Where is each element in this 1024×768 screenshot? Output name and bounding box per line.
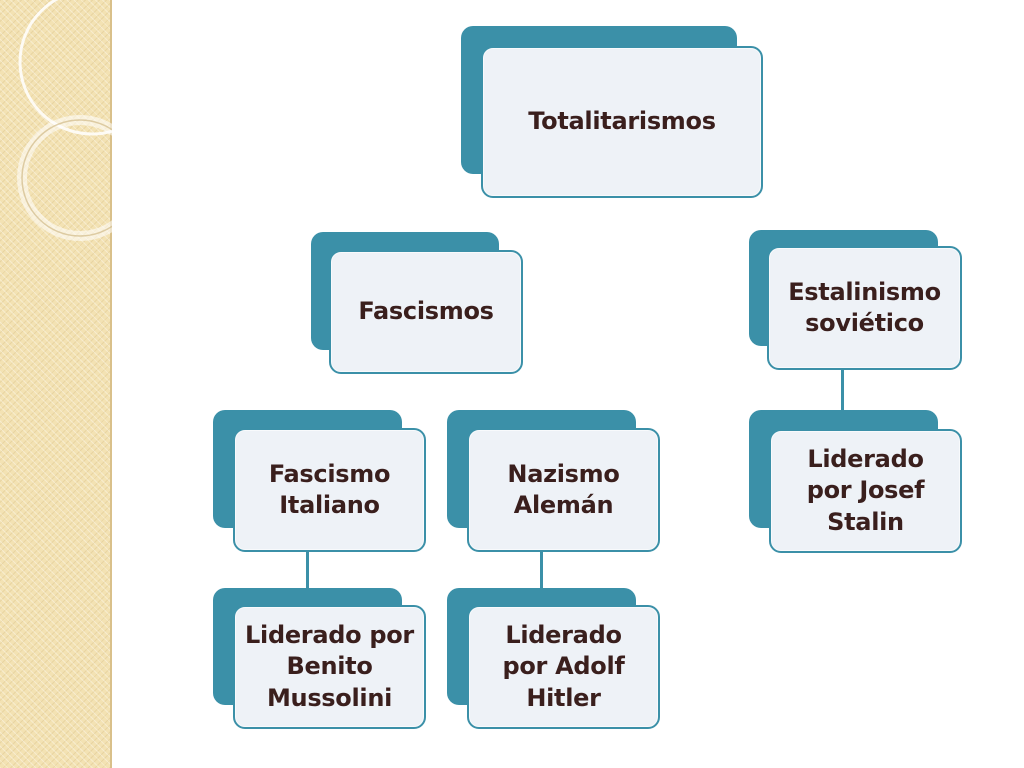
node-fascismo-italiano: Fascismo Italiano xyxy=(213,410,426,552)
connector-nazismo-hitler xyxy=(540,532,543,590)
node-label: Nazismo Alemán xyxy=(507,459,620,519)
node-label: Fascismos xyxy=(358,297,494,326)
node-estalinismo-sovietico: Estalinismo soviético xyxy=(749,230,962,370)
node-fascismos: Fascismos xyxy=(311,232,523,374)
node-label: Liderado por Josef Stalin xyxy=(806,445,925,536)
node-label: Liderado por Adolf Hitler xyxy=(502,621,625,712)
node-liderado-stalin: Liderado por Josef Stalin xyxy=(749,410,962,553)
node-label: Fascismo Italiano xyxy=(268,459,391,519)
decorative-side-band xyxy=(0,0,112,768)
node-label: Estalinismo soviético xyxy=(788,277,941,337)
decorative-circles xyxy=(17,0,112,241)
node-label: Totalitarismos xyxy=(528,107,716,136)
connector-estalinismo-stalin xyxy=(841,350,844,412)
node-totalitarismos: Totalitarismos xyxy=(461,26,763,198)
node-nazismo-aleman: Nazismo Alemán xyxy=(447,410,660,552)
node-liderado-mussolini: Liderado por Benito Mussolini xyxy=(213,588,426,729)
connector-italiano-mussolini xyxy=(306,532,309,590)
node-liderado-hitler: Liderado por Adolf Hitler xyxy=(447,588,660,729)
node-label: Liderado por Benito Mussolini xyxy=(245,621,414,712)
